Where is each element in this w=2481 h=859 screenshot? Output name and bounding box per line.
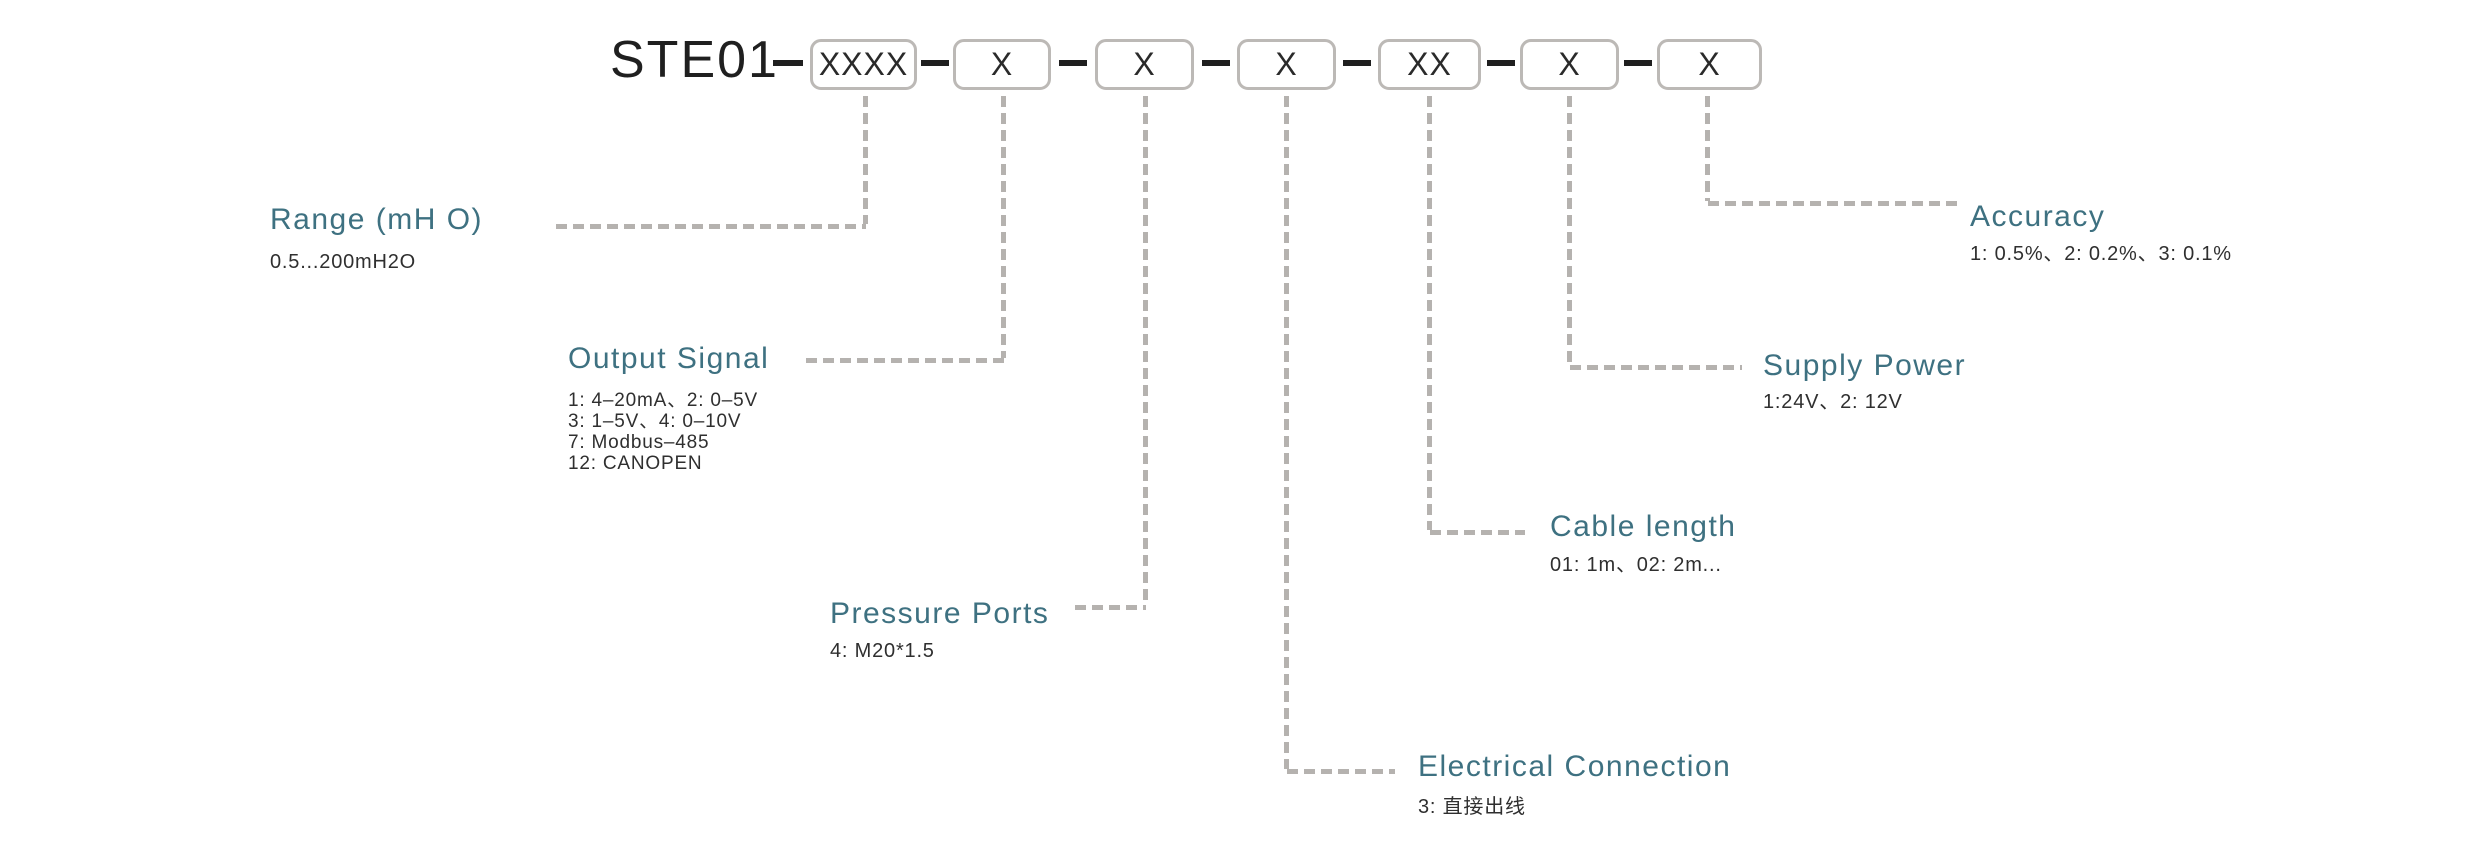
leader-line-supply-power-vertical bbox=[1567, 96, 1572, 365]
leader-line-cable-length-vertical bbox=[1427, 96, 1432, 530]
leader-line-accuracy-horizontal bbox=[1708, 201, 1958, 206]
leader-line-electrical-connection-vertical bbox=[1284, 96, 1289, 769]
code-box-accuracy: X bbox=[1657, 39, 1762, 90]
code-box-cable-length: XX bbox=[1378, 39, 1481, 90]
code-connector-dash bbox=[1343, 60, 1371, 66]
leader-line-range-vertical bbox=[863, 96, 868, 224]
field-label-cable-length: Cable length bbox=[1550, 510, 1737, 543]
code-connector-dash bbox=[921, 60, 949, 66]
field-value-line: 7: Modbus–485 bbox=[568, 432, 710, 453]
field-label-accuracy: Accuracy bbox=[1970, 200, 2106, 233]
code-connector-dash bbox=[1059, 60, 1087, 66]
field-label-output-signal: Output Signal bbox=[568, 342, 770, 375]
code-connector-dash bbox=[773, 60, 803, 66]
leader-line-supply-power-horizontal bbox=[1570, 365, 1742, 370]
code-box-pressure-ports: X bbox=[1095, 39, 1194, 90]
code-connector-dash bbox=[1624, 60, 1652, 66]
code-box-output-signal: X bbox=[953, 39, 1051, 90]
code-box-electrical-connection: X bbox=[1237, 39, 1336, 90]
code-box-range: XXXX bbox=[810, 39, 917, 90]
field-label-range: Range (mH O) bbox=[270, 203, 484, 236]
code-box-supply-power: X bbox=[1520, 39, 1619, 90]
leader-line-output-signal-horizontal bbox=[806, 358, 1004, 363]
field-value-electrical-connection: 3: 直接出线 bbox=[1418, 796, 1526, 818]
leader-line-pressure-ports-horizontal bbox=[1075, 605, 1146, 610]
field-value-pressure-ports: 4: M20*1.5 bbox=[830, 640, 935, 662]
field-value-line: 1: 4–20mA、2: 0–5V bbox=[568, 390, 758, 411]
field-value-line: 12: CANOPEN bbox=[568, 453, 703, 474]
field-value-line: 3: 1–5V、4: 0–10V bbox=[568, 411, 742, 432]
field-value-cable-length: 01: 1m、02: 2m... bbox=[1550, 554, 1722, 576]
field-value-output-signal: 1: 4–20mA、2: 0–5V 3: 1–5V、4: 0–10V 7: Mo… bbox=[568, 390, 758, 474]
field-label-pressure-ports: Pressure Ports bbox=[830, 597, 1050, 630]
leader-line-range-horizontal bbox=[556, 224, 866, 229]
field-value-supply-power: 1:24V、2: 12V bbox=[1763, 391, 1903, 413]
code-connector-dash bbox=[1202, 60, 1230, 66]
leader-line-cable-length-horizontal bbox=[1430, 530, 1525, 535]
code-connector-dash bbox=[1487, 60, 1515, 66]
leader-line-accuracy-vertical bbox=[1705, 96, 1710, 201]
leader-line-electrical-connection-horizontal bbox=[1287, 769, 1395, 774]
model-prefix: STE01 bbox=[610, 31, 779, 89]
leader-line-pressure-ports-vertical bbox=[1143, 96, 1148, 605]
field-value-accuracy: 1: 0.5%、2: 0.2%、3: 0.1% bbox=[1970, 243, 2232, 265]
field-label-electrical-connection: Electrical Connection bbox=[1418, 750, 1732, 783]
leader-line-output-signal-vertical bbox=[1001, 96, 1006, 358]
field-label-supply-power: Supply Power bbox=[1763, 349, 1967, 382]
field-value-range: 0.5...200mH2O bbox=[270, 251, 417, 273]
